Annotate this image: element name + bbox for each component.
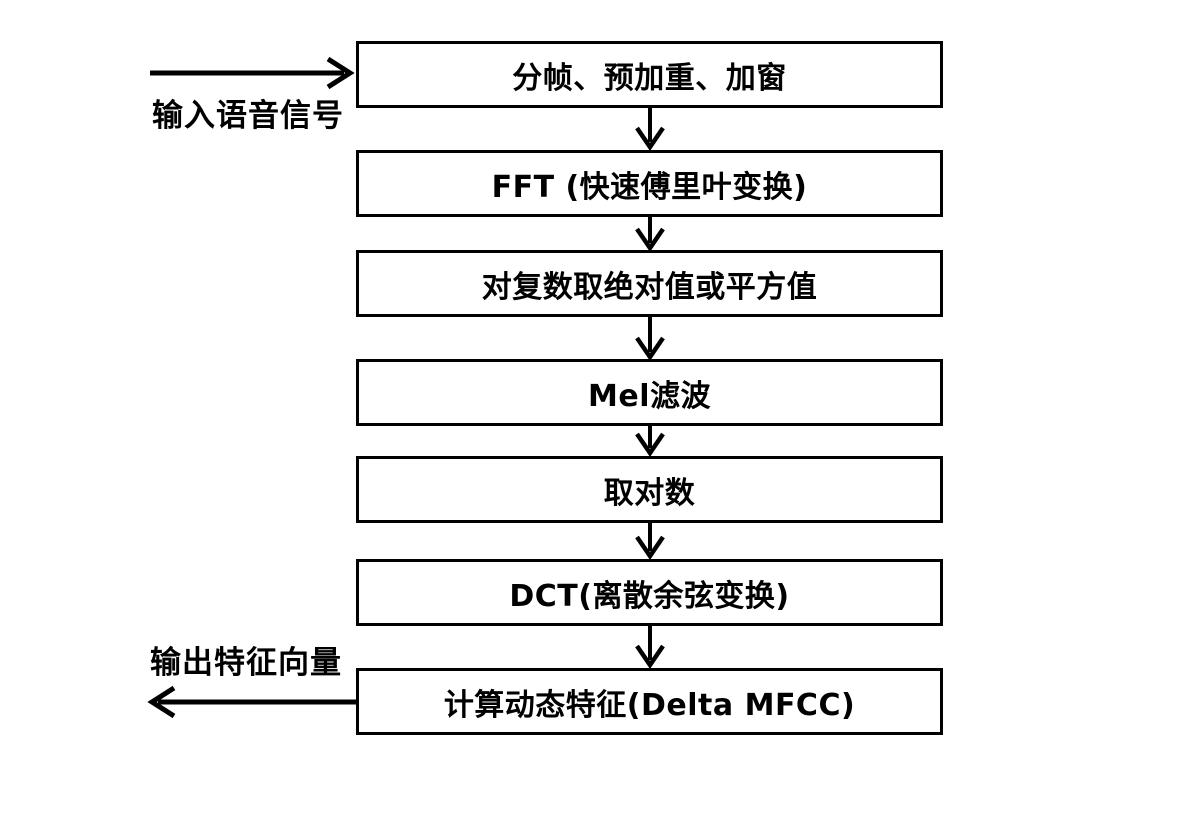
flow-step-label: 对复数取绝对值或平方值	[481, 269, 818, 305]
flow-step-framing-windowing: 分帧、预加重、加窗	[356, 41, 943, 108]
flow-step-label: 计算动态特征(Delta MFCC)	[443, 687, 856, 723]
down-arrow-1	[635, 108, 665, 151]
down-arrow-4	[635, 426, 665, 457]
flow-step-label: DCT(离散余弦变换)	[509, 578, 790, 614]
output-arrow	[147, 685, 356, 719]
down-arrow-3	[635, 317, 665, 361]
flow-step-label: 分帧、预加重、加窗	[512, 60, 787, 96]
flow-step-log: 取对数	[356, 456, 943, 523]
flow-step-mel-filter: Mel滤波	[356, 359, 943, 426]
flow-step-magnitude: 对复数取绝对值或平方值	[356, 250, 943, 317]
flow-step-label: Mel滤波	[588, 378, 711, 414]
flow-step-label: FFT (快速傅里叶变换)	[491, 169, 808, 205]
output-vector-label: 输出特征向量	[150, 645, 342, 681]
down-arrow-5	[635, 523, 665, 560]
flow-step-delta-mfcc: 计算动态特征(Delta MFCC)	[356, 668, 943, 735]
flow-step-fft: FFT (快速傅里叶变换)	[356, 150, 943, 217]
input-signal-label: 输入语音信号	[152, 98, 344, 134]
flow-step-dct: DCT(离散余弦变换)	[356, 559, 943, 626]
flow-step-label: 取对数	[603, 475, 696, 511]
input-arrow	[150, 56, 355, 90]
down-arrow-2	[635, 217, 665, 252]
down-arrow-6	[635, 626, 665, 669]
